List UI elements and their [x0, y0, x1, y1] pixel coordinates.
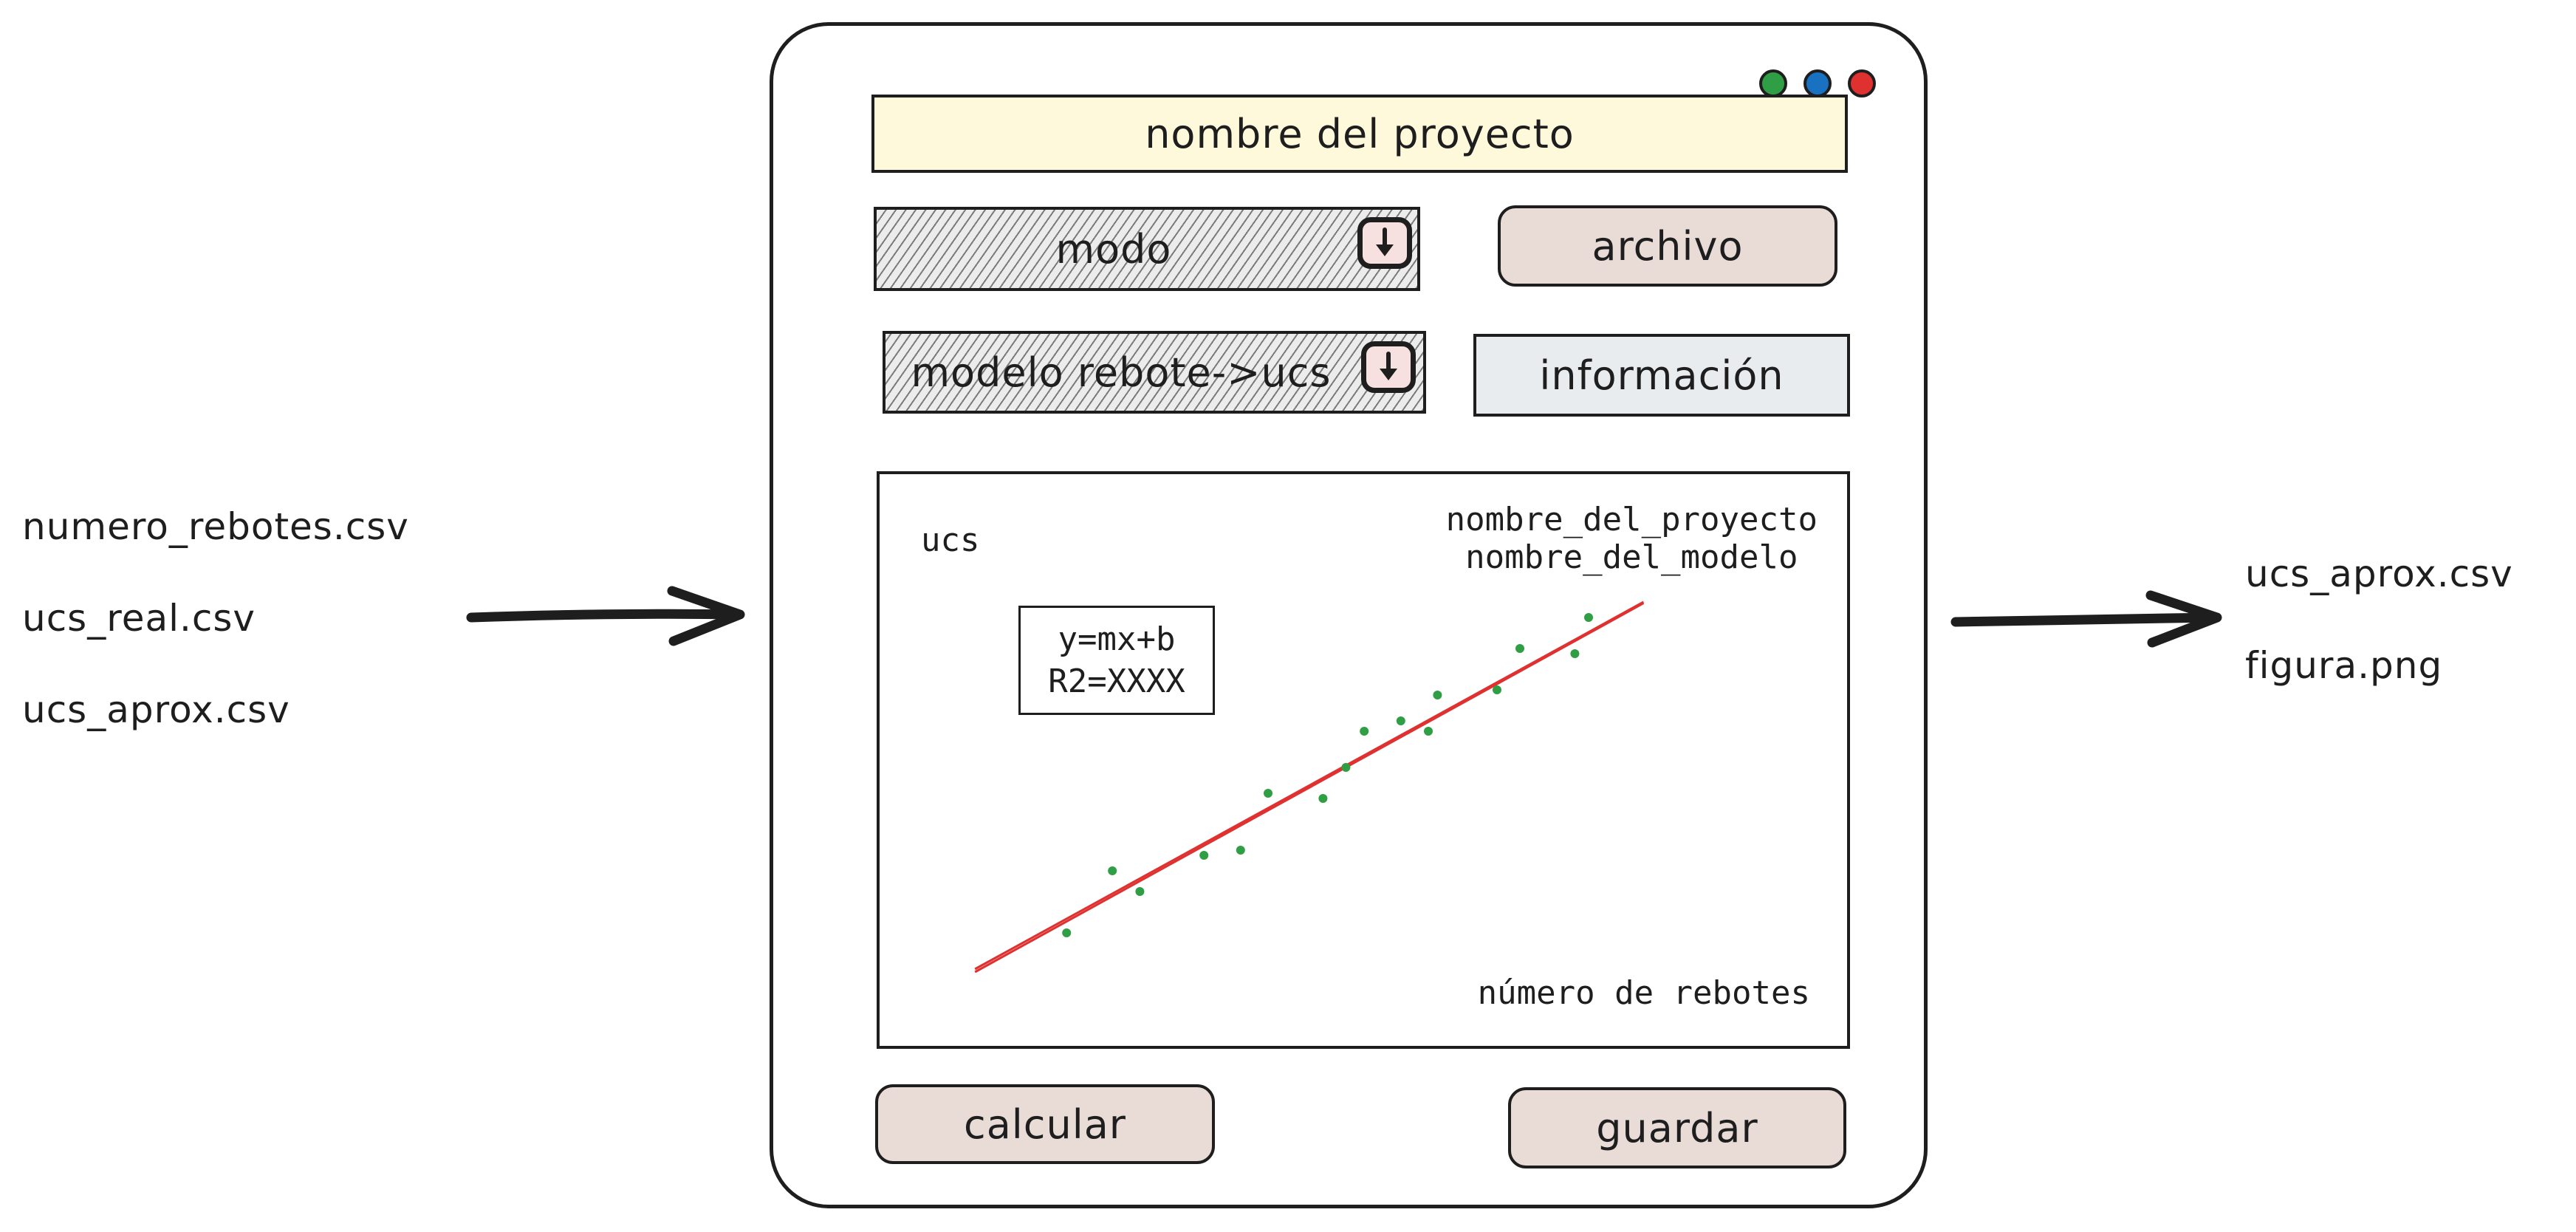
chart-canvas — [974, 600, 1645, 973]
data-point — [1493, 685, 1501, 694]
data-point — [1584, 613, 1593, 622]
data-point — [1199, 851, 1209, 860]
fit-r2: R2=XXXX — [1048, 663, 1185, 700]
fit-equation-box: y=mx+b R2=XXXX — [1018, 606, 1215, 715]
data-point — [1108, 866, 1117, 875]
output-file: figura.png — [2245, 644, 2443, 687]
chart-title-block: nombre_del_proyecto nombre_del_modelo — [1446, 501, 1818, 576]
output-arrow — [1950, 590, 2222, 648]
info-button[interactable]: información — [1473, 334, 1850, 417]
data-point — [1396, 716, 1405, 725]
file-button-label: archivo — [1592, 222, 1744, 270]
fit-line-sketch — [974, 602, 1645, 973]
fit-equation: y=mx+b — [1058, 620, 1176, 658]
model-select-label: modelo rebote->ucs — [911, 349, 1332, 396]
output-file: ucs_aprox.csv — [2245, 552, 2513, 595]
data-point — [1341, 763, 1351, 772]
minimize-icon[interactable] — [1803, 69, 1832, 97]
data-point — [1360, 727, 1369, 736]
input-file: ucs_real.csv — [22, 597, 256, 640]
mode-select-label: modo — [1055, 225, 1172, 273]
info-button-label: información — [1539, 352, 1784, 399]
calculate-button-label: calcular — [964, 1101, 1126, 1148]
mode-select[interactable]: modo — [874, 207, 1420, 291]
arrow-down-icon — [1376, 227, 1394, 256]
project-name-field[interactable]: nombre del proyecto — [871, 95, 1848, 173]
model-dropdown-button[interactable] — [1361, 341, 1416, 393]
maximize-icon[interactable] — [1759, 69, 1787, 97]
file-button[interactable]: archivo — [1498, 205, 1837, 287]
data-point — [1236, 846, 1245, 855]
close-icon[interactable] — [1848, 69, 1876, 97]
save-button[interactable]: guardar — [1508, 1087, 1846, 1168]
input-arrow — [466, 586, 745, 646]
data-point — [1135, 887, 1145, 896]
data-point — [1424, 727, 1433, 736]
arrow-down-icon — [1380, 352, 1397, 380]
input-file: numero_rebotes.csv — [22, 505, 409, 548]
data-point — [1264, 789, 1272, 798]
input-file: ucs_aprox.csv — [22, 688, 290, 731]
fit-line — [974, 600, 1645, 971]
chart-subtitle: nombre_del_modelo — [1465, 538, 1798, 576]
data-point — [1570, 649, 1580, 658]
chart-title: nombre_del_proyecto — [1445, 501, 1818, 538]
project-name-label: nombre del proyecto — [1145, 110, 1575, 157]
chart-area: ucs nombre_del_proyecto nombre_del_model… — [877, 471, 1850, 1049]
model-select[interactable]: modelo rebote->ucs — [883, 331, 1426, 414]
y-axis-label: ucs — [921, 521, 980, 559]
data-point — [1433, 691, 1442, 699]
calculate-button[interactable]: calcular — [875, 1084, 1215, 1164]
data-point — [1062, 928, 1072, 937]
x-axis-label: número de rebotes — [1477, 974, 1810, 1012]
mode-dropdown-button[interactable] — [1357, 217, 1412, 269]
data-point — [1515, 644, 1524, 653]
save-button-label: guardar — [1596, 1104, 1758, 1151]
data-point — [1318, 794, 1328, 803]
